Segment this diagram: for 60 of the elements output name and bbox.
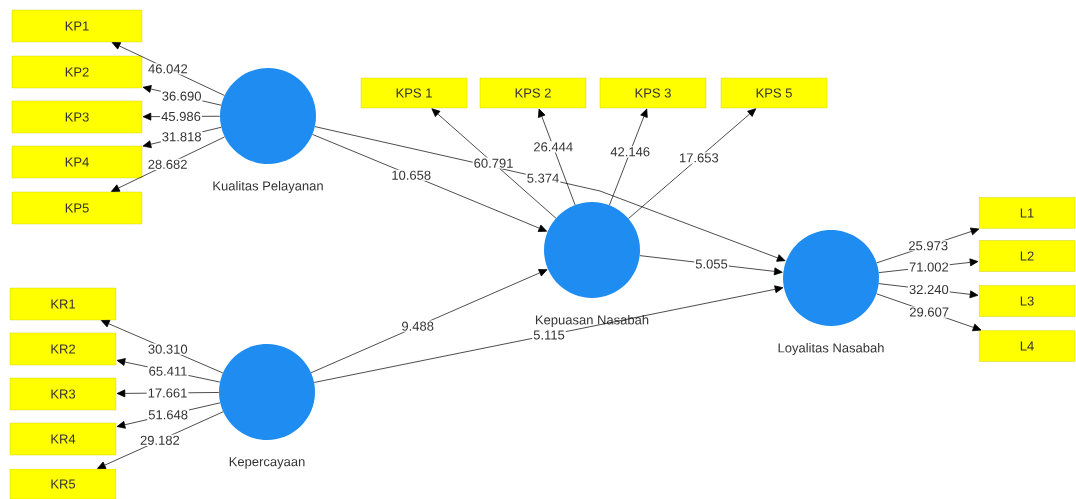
arrow — [538, 108, 576, 206]
edge-label: 32.240 — [907, 283, 950, 296]
edge-label: 65.411 — [147, 365, 189, 377]
latent-variable-circle — [783, 230, 879, 326]
arrow — [310, 269, 548, 374]
edge-label: 29.607 — [908, 306, 951, 318]
latent-variable-circle — [544, 202, 640, 298]
edge-label: 5.055 — [694, 258, 729, 270]
indicator-box: KP3 — [11, 100, 143, 134]
arrow — [100, 320, 224, 374]
edge-label: 71.002 — [908, 261, 950, 273]
edge-label: 60.791 — [472, 157, 515, 169]
indicator-box: L4 — [978, 330, 1076, 362]
indicator-box: KR3 — [9, 377, 117, 411]
indicator-box: L3 — [978, 285, 1076, 317]
indicator-box: KR5 — [9, 468, 117, 499]
arrow — [111, 42, 225, 96]
indicator-box: KR4 — [9, 422, 117, 456]
edge-label: 26.444 — [532, 141, 575, 153]
arrow — [111, 136, 225, 192]
indicator-box: KR1 — [9, 287, 117, 321]
edge-label: 29.182 — [139, 434, 181, 446]
edge-label: 5.115 — [532, 329, 566, 341]
edge-label: 51.648 — [147, 409, 189, 421]
arrow — [431, 108, 557, 219]
edge-label: 31.818 — [160, 131, 203, 143]
indicator-box: KP5 — [11, 191, 143, 225]
arrow — [312, 134, 547, 232]
edge-label: 36.690 — [160, 90, 203, 102]
indicator-box: KPS 3 — [599, 77, 707, 109]
edge-label: 28.682 — [146, 158, 189, 170]
edge-label: 17.661 — [146, 387, 189, 399]
edge-label: 5.374 — [525, 172, 561, 184]
arrow — [609, 108, 648, 206]
indicator-box: KPS 1 — [360, 77, 468, 109]
indicator-box: KP1 — [11, 9, 143, 43]
construct-name: Kualitas Pelayanan — [211, 179, 325, 195]
arrow — [313, 285, 784, 383]
indicator-box: KR2 — [9, 332, 117, 366]
edge-label: 17.653 — [677, 152, 720, 164]
indicator-box: KP2 — [11, 55, 143, 89]
latent-variable-circle — [219, 344, 315, 440]
indicator-box: KPS 5 — [720, 77, 828, 109]
indicator-box: L2 — [978, 240, 1076, 272]
indicator-box: KP4 — [11, 145, 143, 179]
arrow — [97, 411, 224, 469]
indicator-box: L1 — [978, 197, 1076, 229]
arrow — [314, 126, 786, 262]
edge-label: 9.488 — [400, 320, 435, 332]
edge-label: 25.973 — [907, 240, 950, 252]
latent-variable-circle — [220, 68, 316, 164]
edge-label: 30.310 — [146, 343, 189, 355]
edge-label: 45.986 — [160, 110, 202, 123]
indicator-box: KPS 2 — [479, 77, 587, 109]
construct-name: Kepercayaan — [227, 456, 307, 470]
construct-name: Loyalitas Nasabah — [776, 341, 886, 357]
edge-label: 10.658 — [390, 169, 433, 181]
arrow — [628, 108, 757, 219]
edge-label: 42.146 — [609, 146, 652, 158]
edge-label: 46.042 — [147, 63, 189, 75]
